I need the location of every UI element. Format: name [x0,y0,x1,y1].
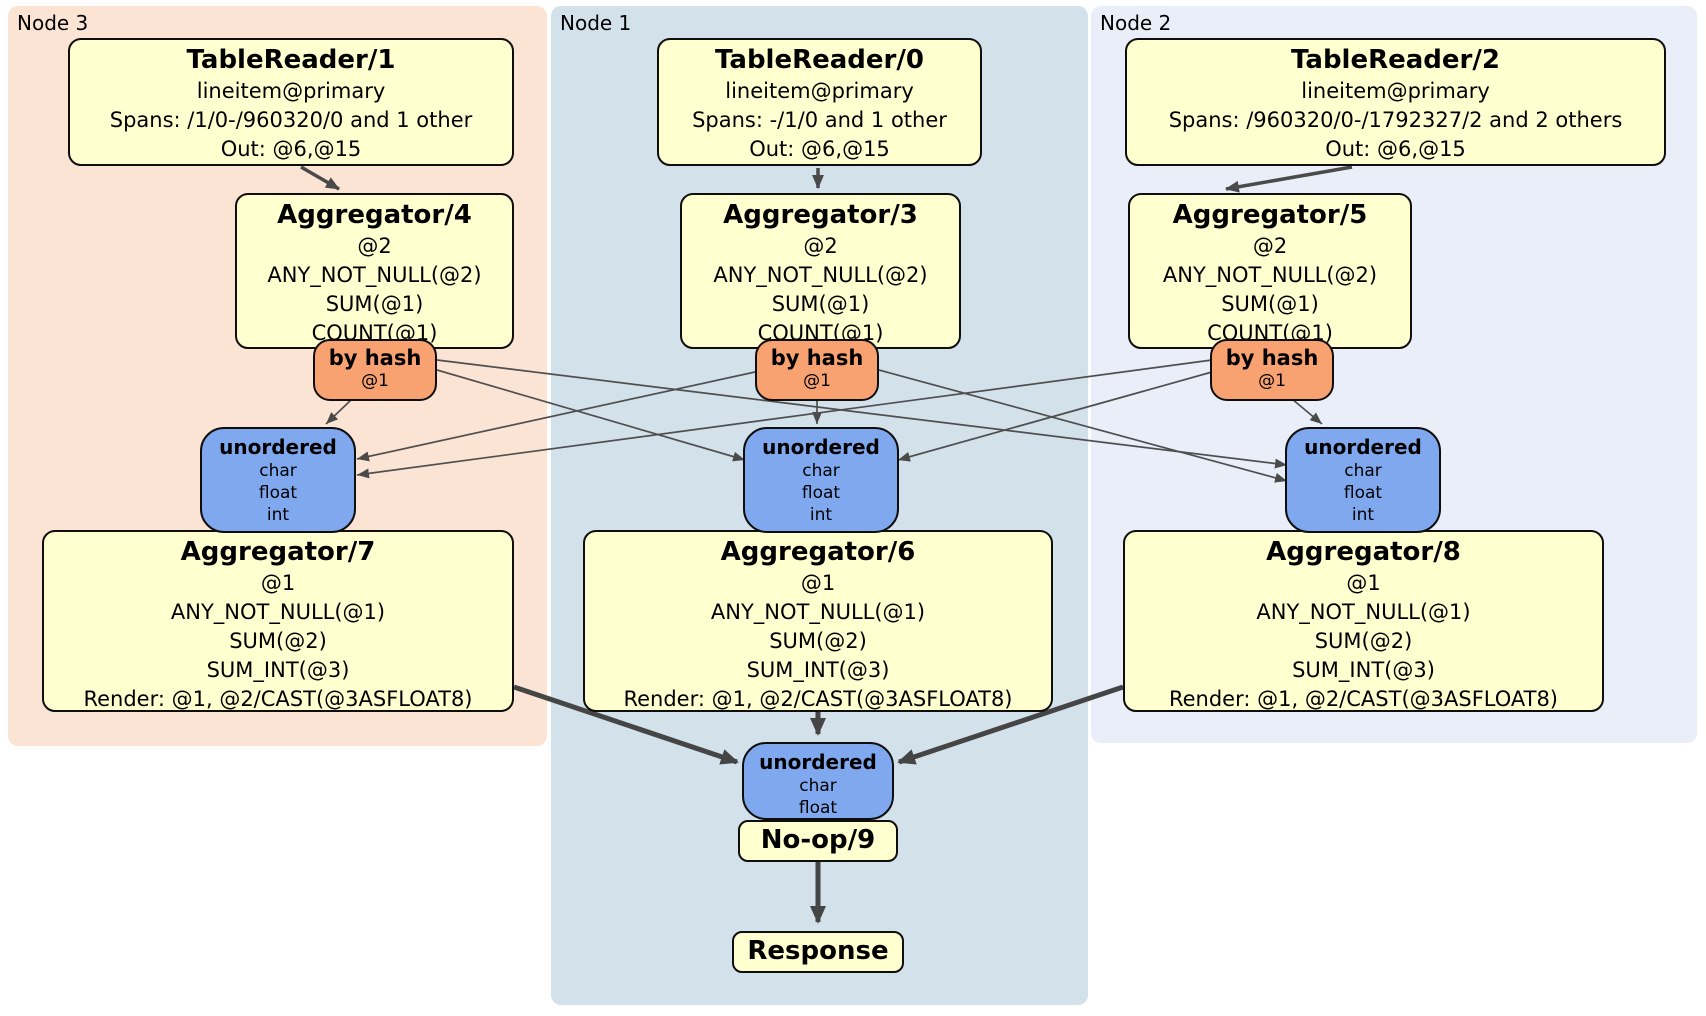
processor-title: TableReader/0 [715,45,924,75]
sync-item: float [798,798,838,818]
processor-detail: ANY_NOT_NULL(@1) [710,600,926,624]
router-title: by hash [770,346,864,370]
processor-detail: ANY_NOT_NULL(@1) [170,600,386,624]
aggregator-8-box: Aggregator/8 @1 ANY_NOT_NULL(@1) SUM(@2)… [1123,530,1604,712]
processor-detail: @2 [357,234,392,258]
processor-title: Response [747,936,889,966]
processor-title: Aggregator/4 [277,200,472,230]
processor-detail: Render: @1, @2/CAST(@3ASFLOAT8) [623,687,1013,711]
processor-detail: ANY_NOT_NULL(@2) [1162,263,1378,287]
processor-detail: Render: @1, @2/CAST(@3ASFLOAT8) [83,687,473,711]
processor-detail: SUM_INT(@3) [746,658,890,682]
processor-title: Aggregator/7 [180,537,376,567]
router-title: by hash [1225,346,1319,370]
aggregator-3-box: Aggregator/3 @2 ANY_NOT_NULL(@2) SUM(@1)… [680,193,961,349]
aggregator-7-box: Aggregator/7 @1 ANY_NOT_NULL(@1) SUM(@2)… [42,530,514,712]
processor-detail: SUM(@2) [769,629,867,653]
processor-detail: Spans: /1/0-/960320/0 and 1 other [109,108,473,132]
sync-item: int [809,505,833,525]
aggregator-4-box: Aggregator/4 @2 ANY_NOT_NULL(@2) SUM(@1)… [235,193,514,349]
processor-detail: Render: @1, @2/CAST(@3ASFLOAT8) [1168,687,1559,711]
processor-detail: Out: @6,@15 [1325,137,1466,161]
sync-unordered-node3: unordered char float int [200,427,356,533]
aggregator-6-box: Aggregator/6 @1 ANY_NOT_NULL(@1) SUM(@2)… [583,530,1053,712]
processor-detail: SUM(@1) [771,292,870,316]
sync-item: int [1351,505,1375,525]
response-box: Response [732,931,904,973]
router-title: by hash [328,346,422,370]
processor-detail: SUM(@1) [1221,292,1319,316]
sync-item: char [259,461,297,481]
node2-label: Node 2 [1100,11,1172,35]
processor-detail: ANY_NOT_NULL(@2) [267,263,482,287]
router-detail: @1 [803,371,831,391]
node3-label: Node 3 [17,11,89,35]
processor-detail: SUM(@2) [1314,629,1413,653]
sync-title: unordered [762,435,880,459]
processor-title: Aggregator/3 [723,200,918,230]
processor-detail: SUM(@2) [229,629,327,653]
tablereader-1-box: TableReader/1 lineitem@primary Spans: /1… [68,38,514,166]
processor-detail: @1 [800,571,836,595]
processor-title: TableReader/2 [1291,45,1500,75]
sync-title: unordered [1304,435,1422,459]
processor-detail: lineitem@primary [196,79,386,103]
sync-item: float [801,483,841,503]
processor-title: No-op/9 [760,825,876,855]
processor-detail: SUM_INT(@3) [1292,658,1435,682]
processor-detail: ANY_NOT_NULL(@2) [713,263,928,287]
processor-detail: SUM(@1) [325,292,424,316]
processor-detail: @1 [260,571,296,595]
sync-unordered-node1: unordered char float int [743,427,899,533]
sync-unordered-node2: unordered char float int [1285,427,1441,533]
sync-unordered-final: unordered char float [742,742,894,820]
router-by-hash-node1: by hash @1 [755,339,879,401]
processor-detail: SUM_INT(@3) [206,658,350,682]
processor-detail: lineitem@primary [1301,79,1490,103]
router-detail: @1 [1258,371,1286,391]
tablereader-2-box: TableReader/2 lineitem@primary Spans: /9… [1125,38,1666,166]
router-by-hash-node2: by hash @1 [1210,339,1334,401]
processor-title: Aggregator/5 [1172,200,1368,230]
processor-title: TableReader/1 [186,45,396,75]
processor-detail: Out: @6,@15 [220,137,362,161]
noop-box: No-op/9 [738,820,898,862]
sync-item: char [1344,461,1382,481]
processor-detail: @1 [1346,571,1381,595]
processor-detail: @2 [803,234,838,258]
processor-detail: @2 [1252,234,1288,258]
processor-detail: Spans: -/1/0 and 1 other [692,108,947,132]
sync-title: unordered [759,750,877,774]
processor-detail: Out: @6,@15 [749,137,890,161]
processor-detail: Spans: /960320/0-/1792327/2 and 2 others [1168,108,1623,132]
sync-item: char [802,461,840,481]
sync-item: float [1343,483,1383,503]
processor-detail: lineitem@primary [725,79,914,103]
sync-item: float [258,483,298,503]
processor-title: Aggregator/8 [1266,537,1461,567]
tablereader-0-box: TableReader/0 lineitem@primary Spans: -/… [657,38,982,166]
sync-item: int [266,505,290,525]
aggregator-5-box: Aggregator/5 @2 ANY_NOT_NULL(@2) SUM(@1)… [1128,193,1412,349]
processor-title: Aggregator/6 [720,537,916,567]
router-detail: @1 [361,371,389,391]
sync-item: char [799,776,837,796]
router-by-hash-node3: by hash @1 [313,339,437,401]
processor-detail: ANY_NOT_NULL(@1) [1256,600,1471,624]
sync-title: unordered [219,435,337,459]
node1-label: Node 1 [560,11,632,35]
